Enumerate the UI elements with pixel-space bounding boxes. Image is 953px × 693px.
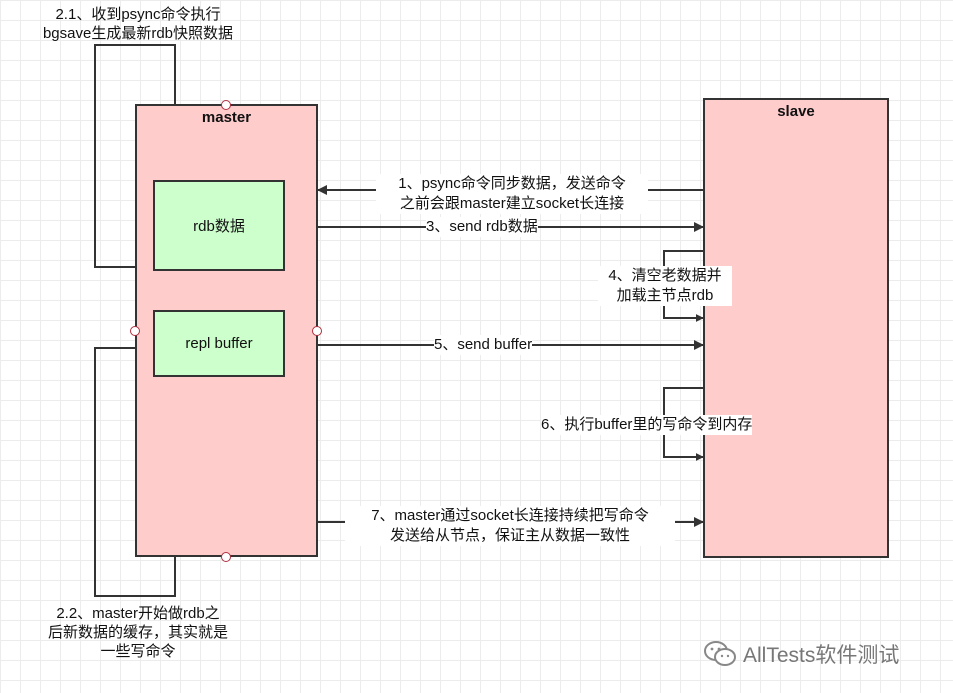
- label-step-3: 3、send rdb数据: [426, 217, 538, 237]
- rdb-data-box: rdb数据: [153, 180, 285, 271]
- repl-buffer-box: repl buffer: [153, 310, 285, 377]
- repl-buffer-label: repl buffer: [185, 335, 253, 352]
- label-step-4: 4、清空老数据并 加载主节点rdb: [598, 266, 732, 306]
- master-handle-top: [221, 100, 231, 110]
- label-step-5: 5、send buffer: [434, 335, 533, 355]
- slave-box: slave: [703, 98, 889, 558]
- arrow-2-1: [94, 44, 180, 268]
- label-step-1: 1、psync命令同步数据，发送命令 之前会跟master建立socket长连接: [376, 174, 648, 214]
- master-handle-bottom: [221, 552, 231, 562]
- label-step-6: 6、执行buffer里的写命令到内存: [541, 415, 753, 435]
- label-step-7: 7、master通过socket长连接持续把写命令 发送给从节点，保证主从数据一…: [345, 506, 675, 546]
- master-handle-right: [312, 326, 322, 336]
- label-step-2-2: 2.2、master开始做rdb之 后新数据的缓存，其实就是 一些写命令: [47, 605, 228, 660]
- label-step-2-1: 2.1、收到psync命令执行 bgsave生成最新rdb快照数据: [42, 6, 234, 42]
- watermark: AllTests软件测试: [703, 639, 899, 669]
- watermark-text: AllTests软件测试: [743, 644, 900, 667]
- rdb-data-label: rdb数据: [193, 218, 245, 235]
- master-handle-left: [130, 326, 140, 336]
- master-title: master: [201, 109, 252, 126]
- wechat-icon: [703, 640, 737, 668]
- slave-title: slave: [777, 103, 815, 120]
